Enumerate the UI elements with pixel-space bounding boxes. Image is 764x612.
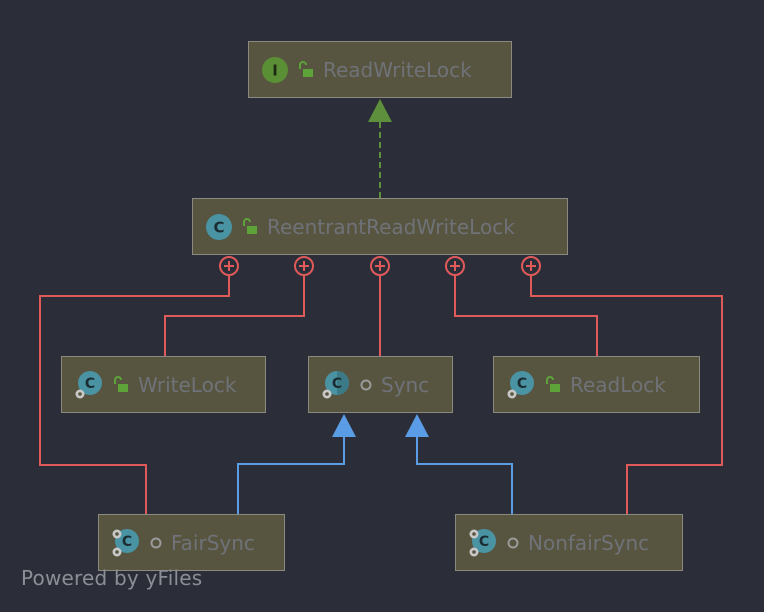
- package-private-icon: [149, 536, 163, 550]
- node-label: ReentrantReadWriteLock: [267, 214, 515, 239]
- public-lock-icon: [112, 375, 130, 394]
- watermark: Powered by yFiles: [21, 566, 203, 590]
- svg-text:C: C: [479, 534, 489, 550]
- interface-icon: I: [261, 56, 289, 84]
- inner-class-plus: [299, 261, 309, 271]
- node-label: Sync: [381, 372, 430, 397]
- package-private-icon: [359, 378, 373, 392]
- node-label: ReadWriteLock: [323, 57, 472, 82]
- static-class-icon: C: [111, 528, 141, 558]
- public-lock-icon: [241, 217, 259, 236]
- node-label: WriteLock: [138, 372, 237, 397]
- svg-text:C: C: [122, 534, 132, 550]
- arrowhead-extends-nonfairsync: [405, 414, 429, 437]
- node-nonfairsync[interactable]: C NonfairSync: [455, 514, 683, 571]
- svg-text:C: C: [85, 376, 95, 392]
- inner-class-plus: [450, 261, 460, 271]
- svg-text:C: C: [517, 376, 527, 392]
- edge-inner-readlock: [454, 276, 598, 356]
- arrowhead-extends-fairsync: [332, 414, 356, 437]
- svg-text:C: C: [332, 376, 342, 392]
- package-private-icon: [506, 536, 520, 550]
- static-class-icon: C: [74, 370, 104, 400]
- public-lock-icon: [544, 375, 562, 394]
- svg-text:C: C: [213, 218, 224, 236]
- edge-inner-nonfairsync: [530, 276, 723, 514]
- arrowhead-implements: [368, 99, 392, 122]
- inner-class-plus: [526, 261, 536, 271]
- node-sync[interactable]: C Sync: [308, 356, 453, 413]
- node-reentrantreadwritelock[interactable]: C ReentrantReadWriteLock: [192, 198, 568, 255]
- static-class-icon: C: [468, 528, 498, 558]
- edge-inner-fairsync: [39, 276, 230, 514]
- class-icon: C: [205, 213, 233, 241]
- node-label: NonfairSync: [528, 530, 650, 555]
- svg-text:I: I: [272, 61, 278, 79]
- node-writelock[interactable]: C WriteLock: [61, 356, 266, 413]
- node-label: FairSync: [171, 530, 255, 555]
- inner-class-plus: [375, 261, 385, 271]
- edge-extends-nonfairsync: [416, 436, 513, 514]
- edge-inner-writelock: [164, 276, 305, 356]
- inner-class-plus: [224, 261, 234, 271]
- node-label: ReadLock: [570, 372, 666, 397]
- node-readwritelock[interactable]: I ReadWriteLock: [248, 41, 512, 98]
- node-readlock[interactable]: C ReadLock: [493, 356, 700, 413]
- abstract-static-class-icon: C: [321, 370, 351, 400]
- edge-extends-fairsync: [237, 436, 345, 514]
- public-lock-icon: [297, 60, 315, 79]
- static-class-icon: C: [506, 370, 536, 400]
- node-fairsync[interactable]: C FairSync: [98, 514, 285, 571]
